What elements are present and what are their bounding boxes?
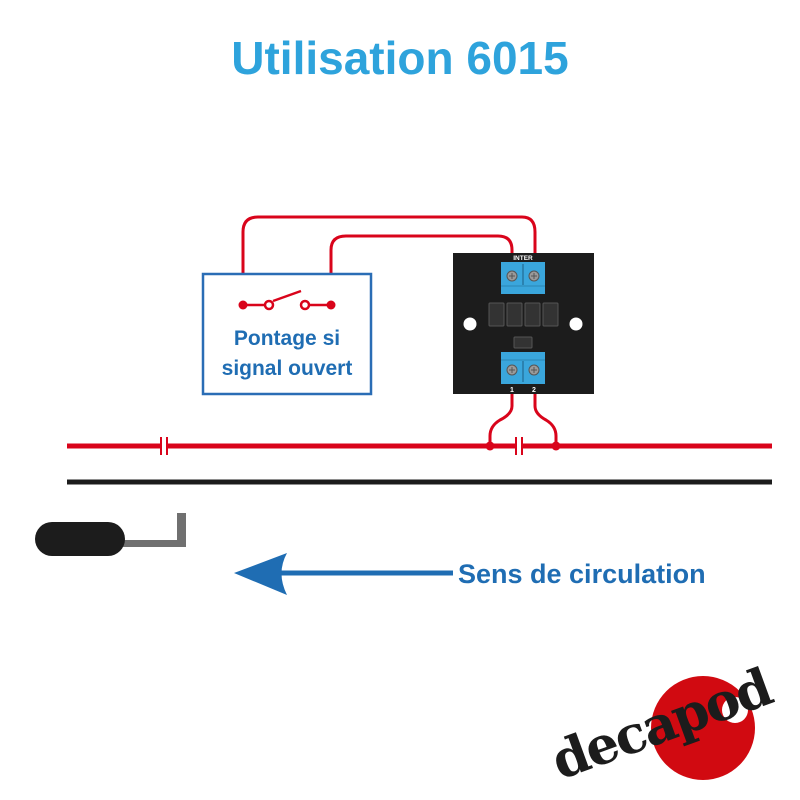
mounting-hole (569, 317, 583, 331)
switch-wires (241, 215, 558, 446)
inter-label: INTER (513, 255, 533, 262)
direction-label: Sens de circulation (458, 559, 706, 589)
switch-symbol (238, 289, 336, 311)
switch-label-line2: signal ouvert (222, 357, 353, 380)
connection-dot (551, 441, 561, 451)
pin-2-label: 2 (532, 387, 536, 394)
components (488, 302, 559, 349)
logo-text: decapod (544, 656, 781, 792)
connection-dot (485, 441, 495, 451)
decapod-logo: decapod (544, 656, 781, 792)
direction-arrow-icon (234, 553, 453, 595)
train-icon (35, 513, 186, 556)
terminal-block-bottom (501, 352, 545, 384)
red-rail (67, 437, 772, 455)
terminal-block-top (501, 262, 545, 294)
switch-box (201, 272, 373, 396)
module-6015: INTER 1 2 (453, 253, 594, 394)
switch-label-line1: Pontage si (234, 327, 340, 350)
mounting-hole (463, 317, 477, 331)
pin-1-label: 1 (510, 387, 514, 394)
page-title: Utilisation 6015 (231, 32, 568, 84)
